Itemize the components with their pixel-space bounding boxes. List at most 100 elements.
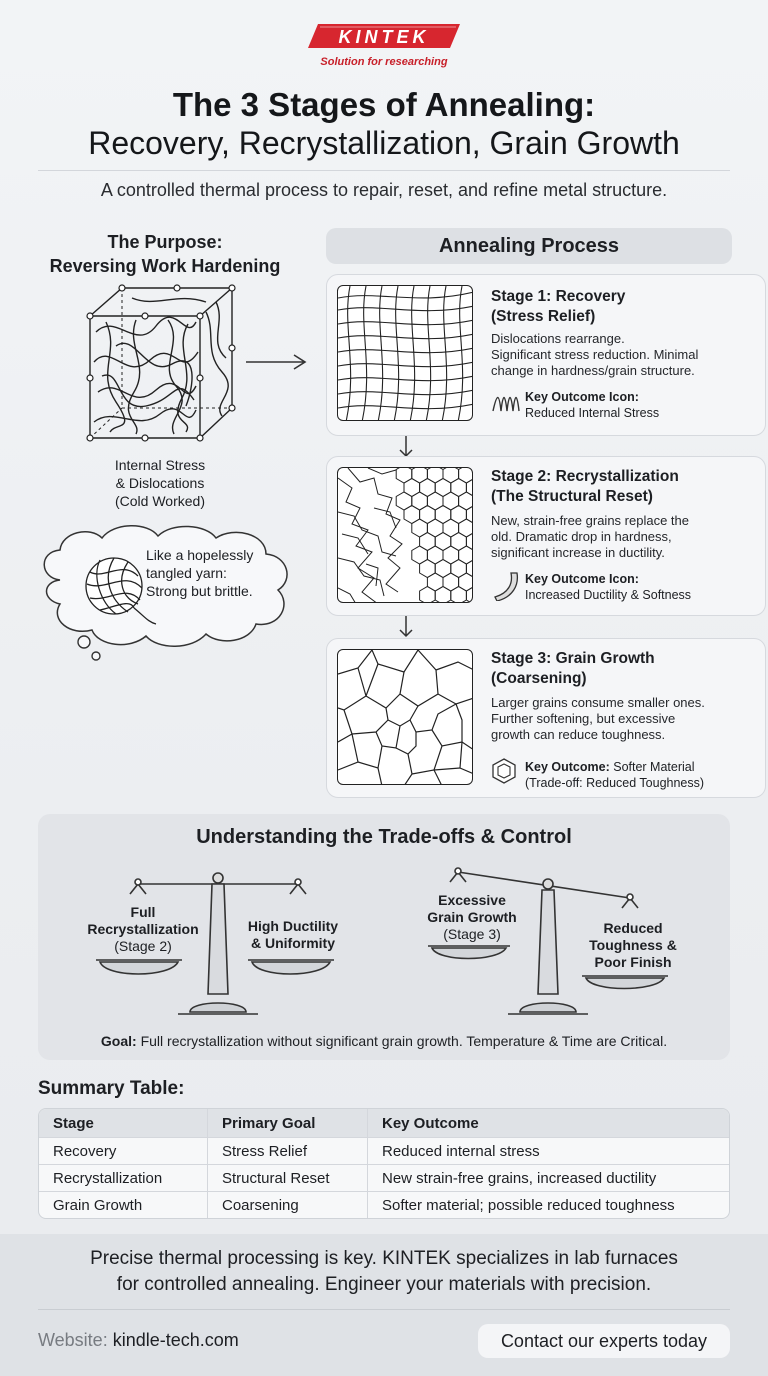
stage-description: Larger grains consume smaller ones. Furt…: [491, 695, 761, 743]
analogy-line: Strong but brittle.: [146, 583, 253, 599]
stage-desc-line: Significant stress reduction. Minimal: [491, 347, 699, 362]
bent-strip-icon: [494, 572, 519, 601]
divider: [38, 170, 730, 171]
stage-card-recrystallization: Stage 2: Recrystallization (The Structur…: [326, 456, 766, 616]
stress-label-line: (Cold Worked): [115, 493, 205, 509]
summary-title: Summary Table:: [38, 1078, 185, 1099]
title-line-1: The 3 Stages of Annealing:: [172, 86, 596, 123]
scale2-right-label: Reduced Toughness & Poor Finish: [578, 920, 688, 971]
stage-title-line: (Stress Relief): [491, 308, 596, 325]
table-cell: Coarsening: [207, 1191, 367, 1218]
stage-desc-line: old. Dramatic drop in hardness,: [491, 529, 672, 544]
key-value: Softer Material: [613, 760, 695, 774]
divider: [38, 1309, 730, 1310]
table-row: Recovery Stress Relief Reduced internal …: [39, 1137, 729, 1164]
stage-description: Dislocations rearrange. Significant stre…: [491, 331, 761, 379]
arrow-right-icon: [246, 354, 307, 370]
stage-title: Stage 3: Grain Growth (Coarsening): [491, 649, 655, 689]
stress-label-line: Internal Stress: [114, 457, 206, 473]
website-link[interactable]: kindle-tech.com: [112, 1330, 239, 1350]
tradeoff-title: Understanding the Trade-offs & Control: [196, 826, 572, 848]
scale1-right-label: High Ductility & Uniformity: [232, 918, 354, 952]
hexagon-gem-icon: [492, 758, 516, 784]
label-line: High Ductility: [247, 918, 339, 934]
stage-key-outcome: Key Outcome Icon: Reduced Internal Stres…: [525, 389, 659, 421]
table-cell: Softer material; possible reduced toughn…: [367, 1191, 729, 1218]
yarn-ball-icon: [85, 557, 157, 625]
website-label: Website:: [38, 1330, 108, 1350]
stage-card-recovery: Stage 1: Recovery (Stress Relief) Disloc…: [326, 274, 766, 436]
stage-desc-line: Dislocations rearrange.: [491, 331, 625, 346]
footer-line: Precise thermal processing is key. KINTE…: [90, 1248, 678, 1269]
tradeoff-panel: [38, 814, 730, 1060]
label-line: & Uniformity: [251, 935, 335, 951]
purpose-title-line-1: The Purpose:: [107, 232, 223, 252]
stage-title-line: Stage 1: Recovery: [491, 288, 626, 305]
goal-body: Full recrystallization without significa…: [140, 1033, 668, 1049]
table-cell: Recrystallization: [39, 1164, 207, 1191]
table-row: Recrystallization Structural Reset New s…: [39, 1164, 729, 1191]
column-header: Key Outcome: [367, 1109, 729, 1137]
footer-line: for controlled annealing. Engineer your …: [116, 1274, 652, 1295]
balanced-scale-icon: [96, 872, 334, 1015]
label-line: Poor Finish: [594, 954, 672, 970]
tagline: Solution for researching: [320, 56, 448, 68]
stage-description: New, strain-free grains replace the old.…: [491, 513, 761, 561]
stage-title-line: (The Structural Reset): [491, 488, 653, 505]
analogy-text: Like a hopelessly tangled yarn: Strong b…: [146, 546, 276, 600]
key-value: Increased Ductility & Softness: [525, 588, 692, 602]
stage-title-line: Stage 2: Recrystallization: [491, 468, 679, 485]
stage-title-line: Stage 3: Grain Growth: [491, 650, 655, 667]
stress-label: Internal Stress & Dislocations (Cold Wor…: [60, 456, 260, 510]
key-label: Key Outcome Icon:: [525, 572, 639, 586]
contact-button[interactable]: Contact our experts today: [478, 1324, 730, 1358]
label-line: Grain Growth: [427, 909, 517, 925]
table-cell: Structural Reset: [207, 1164, 367, 1191]
website-info: Website: kindle-tech.com: [38, 1330, 239, 1351]
stage-desc-line: change in hardness/grain structure.: [491, 363, 695, 378]
stress-label-line: & Dislocations: [115, 475, 205, 491]
column-header: Primary Goal: [207, 1109, 367, 1137]
column-header: Stage: [39, 1109, 207, 1137]
footer-message: Precise thermal processing is key. KINTE…: [20, 1246, 748, 1298]
analogy-line: tangled yarn:: [146, 565, 227, 581]
recovery-microstructure: [337, 285, 473, 421]
arrow-down-icon: [399, 436, 413, 458]
purpose-title-line-2: Reversing Work Hardening: [49, 256, 281, 276]
stage-desc-line: growth can reduce toughness.: [491, 727, 666, 742]
stage-title: Stage 1: Recovery (Stress Relief): [491, 287, 625, 327]
stage-key-outcome: Key Outcome Icon: Increased Ductility & …: [525, 571, 691, 603]
table-cell: Stress Relief: [207, 1137, 367, 1164]
label-line: (Stage 2): [114, 938, 172, 954]
table-cell: New strain-free grains, increased ductil…: [367, 1164, 729, 1191]
summary-table: Stage Primary Goal Key Outcome Recovery …: [38, 1108, 730, 1219]
scale2-left-label: Excessive Grain Growth (Stage 3): [410, 892, 534, 943]
analogy-line: Like a hopelessly: [146, 547, 254, 563]
table-row: Grain Growth Coarsening Softer material;…: [39, 1191, 729, 1218]
label-line: Excessive: [438, 892, 506, 908]
stage-desc-line: Further softening, but excessive: [491, 711, 676, 726]
label-line: Full: [130, 904, 156, 920]
label-line: Reduced: [603, 920, 663, 936]
dislocation-cube-icon: [86, 284, 236, 442]
purpose-title: The Purpose: Reversing Work Hardening: [20, 230, 310, 278]
key-value: Reduced Internal Stress: [525, 406, 660, 420]
table-header-row: Stage Primary Goal Key Outcome: [39, 1109, 729, 1137]
stage-key-outcome: Key Outcome: Softer Material (Trade-off:…: [525, 759, 765, 791]
arrow-down-icon: [399, 616, 413, 638]
stage-card-grain-growth: Stage 3: Grain Growth (Coarsening) Large…: [326, 638, 766, 798]
spring-icon: [492, 396, 520, 412]
label-line: (Stage 3): [443, 926, 501, 942]
unbalanced-scale-icon: [428, 867, 668, 1015]
table-cell: Recovery: [39, 1137, 207, 1164]
key-value-2: (Trade-off: Reduced Toughness): [525, 776, 705, 790]
key-label: Key Outcome Icon:: [525, 390, 639, 404]
key-label: Key Outcome:: [525, 760, 610, 774]
label-line: Toughness &: [589, 937, 677, 953]
goal-statement: Goal: Full recrystallization without sig…: [38, 1033, 730, 1049]
stage-title: Stage 2: Recrystallization (The Structur…: [491, 467, 679, 507]
scale1-left-label: Full Recrystallization (Stage 2): [72, 904, 214, 955]
goal-label: Goal:: [100, 1033, 137, 1049]
stage-title-line: (Coarsening): [491, 670, 587, 687]
stage-desc-line: Larger grains consume smaller ones.: [491, 695, 705, 710]
